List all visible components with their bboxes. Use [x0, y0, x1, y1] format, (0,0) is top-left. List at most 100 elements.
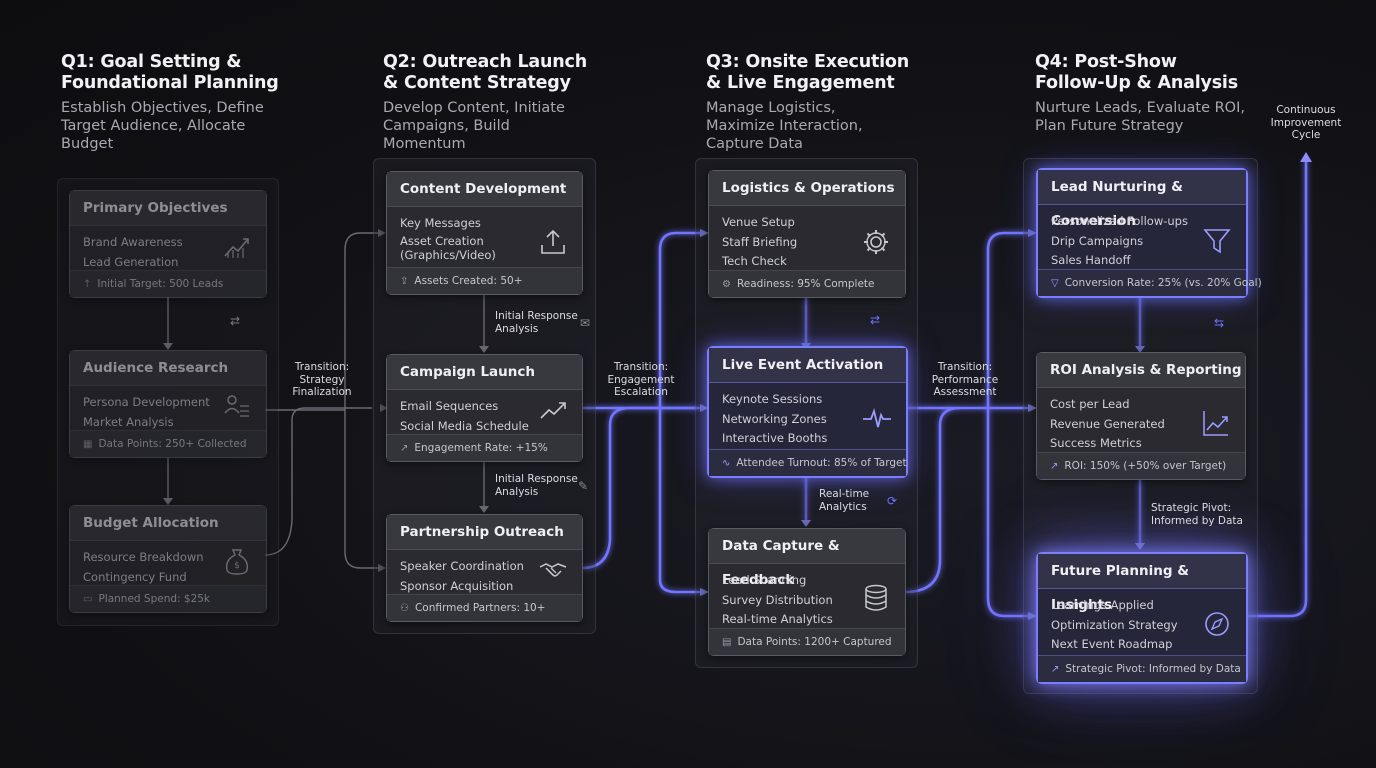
card-primary-objectives[interactable]: Primary Objectives Brand Awareness Lead …	[69, 190, 267, 298]
list-item: Personalized Follow-ups	[1051, 214, 1188, 228]
card-footer-text: ROI: 150% (+50% over Target)	[1064, 460, 1227, 472]
phase-q2-subtitle: Develop Content, Initiate Campaigns, Bui…	[383, 100, 565, 152]
list-item: Interactive Booths	[722, 431, 828, 445]
list-item: Tech Check	[722, 254, 787, 268]
card-items: Email Sequences Social Media Schedule	[400, 397, 529, 436]
card-content-development[interactable]: Content Development Key Messages Asset C…	[386, 171, 583, 295]
card-lead-nurturing-conversion[interactable]: Lead Nurturing & Conversion Personalized…	[1036, 168, 1262, 298]
card-budget-allocation[interactable]: Budget Allocation Resource Breakdown Con…	[69, 505, 267, 613]
card-title: ROI Analysis & Reporting	[1037, 353, 1245, 388]
list-item: Venue Setup	[722, 215, 795, 229]
card-items: Learnings Applied Optimization Strategy …	[1051, 596, 1178, 655]
card-data-capture-feedback[interactable]: Data Capture & Feedback Lead Scanning Su…	[708, 528, 906, 656]
list-item: Resource Breakdown	[83, 550, 204, 564]
list-item: Learnings Applied	[1051, 598, 1154, 612]
list-item: Revenue Generated	[1050, 416, 1165, 431]
card-footer-text: Data Points: 250+ Collected	[98, 438, 247, 450]
gear-icon	[864, 230, 888, 254]
card-items: Cost per Lead Revenue Generated Success …	[1050, 395, 1165, 454]
message-icon: ✉	[580, 316, 591, 330]
list-item: Real-time Analytics	[722, 612, 833, 626]
card-items: Lead Scanning Survey Distribution Real-t…	[722, 571, 833, 630]
card-items: Personalized Follow-ups Drip Campaigns S…	[1051, 212, 1188, 271]
phase-q2-title: Q2: Outreach Launch & Content Strategy	[383, 52, 587, 93]
card-title: Campaign Launch	[387, 355, 582, 390]
list-item: Drip Campaigns	[1051, 233, 1144, 248]
phase-q4-header: Q4: Post-Show Follow-Up & Analysis Nurtu…	[1035, 52, 1295, 135]
card-items: Speaker Coordination Sponsor Acquisition	[400, 557, 524, 596]
card-title: Lead Nurturing & Conversion	[1038, 170, 1246, 229]
list-item: Persona Development	[83, 395, 210, 409]
card-items: Key Messages Asset Creation (Graphics/Vi…	[400, 214, 496, 267]
sync-icon: ⟳	[887, 494, 898, 508]
card-title: Data Capture & Feedback	[709, 529, 905, 588]
compass-icon	[1205, 612, 1229, 636]
upload-icon	[541, 229, 565, 254]
phase-q1-header: Q1: Goal Setting & Foundational Planning…	[61, 52, 321, 153]
database-small-icon: ▤	[722, 637, 732, 648]
list-item: Survey Distribution	[722, 592, 833, 607]
card-footer: ▦ Data Points: 250+ Collected	[70, 430, 266, 457]
card-title: Logistics & Operations	[709, 171, 905, 206]
card-title: Future Planning & Insights	[1038, 554, 1246, 613]
list-item: Email Sequences	[400, 399, 499, 413]
people-icon: ⚇	[400, 603, 409, 614]
list-item: Key Messages	[400, 216, 481, 230]
initial-response-analysis-label-1: Initial Response Analysis	[495, 310, 578, 335]
gear-small-icon: ⚙	[722, 279, 731, 290]
report-chart-icon	[1203, 411, 1228, 436]
money-bag-icon: $	[225, 549, 249, 575]
card-logistics-operations[interactable]: Logistics & Operations Venue Setup Staff…	[708, 170, 906, 298]
list-item: Cost per Lead	[1050, 397, 1130, 411]
handshake-icon	[539, 563, 567, 577]
card-audience-research[interactable]: Audience Research Persona Development Ma…	[69, 350, 267, 458]
list-item: Lead Generation	[83, 254, 179, 269]
phase-q3-header: Q3: Onsite Execution & Live Engagement M…	[706, 52, 966, 153]
arrow-up-icon: ↑	[83, 279, 92, 290]
realtime-analytics-label: Real-time Analytics	[819, 488, 870, 513]
card-footer-text: Confirmed Partners: 10+	[414, 602, 546, 614]
switch-icon: ⇄	[870, 313, 881, 327]
card-roi-analysis-reporting[interactable]: ROI Analysis & Reporting Cost per Lead R…	[1036, 352, 1246, 480]
transition-performance-assessment-label: Transition: Performance Assessment	[931, 361, 999, 398]
card-footer: ⚇ Confirmed Partners: 10+	[387, 594, 582, 621]
list-item: Optimization Strategy	[1051, 617, 1178, 632]
continuous-improvement-label: Continuous Improvement Cycle	[1270, 104, 1342, 141]
list-item: Brand Awareness	[83, 235, 183, 249]
card-footer: ⚙Readiness: 95% Complete	[709, 270, 905, 297]
list-item: Asset Creation (Graphics/Video)	[400, 233, 496, 262]
card-title: Audience Research	[70, 351, 266, 386]
handoff-small-icon: ⇄	[230, 314, 241, 328]
trend-small-icon: ↗	[1050, 461, 1059, 472]
arrow-q1-to-q2	[264, 407, 372, 556]
card-footer: ∿Attendee Turnout: 85% of Target	[709, 449, 907, 476]
strategic-pivot-label: Strategic Pivot: Informed by Data	[1151, 502, 1243, 527]
card-items: Keynote Sessions Networking Zones Intera…	[722, 390, 827, 449]
card-live-event-activation[interactable]: Live Event Activation Keynote Sessions N…	[707, 346, 908, 478]
card-footer: ▭Planned Spend: $25k	[70, 585, 266, 612]
card-campaign-launch[interactable]: Campaign Launch Email Sequences Social M…	[386, 354, 583, 462]
handoff-icon: ⇆	[1214, 316, 1225, 330]
transition-strategy-finalization-label: Transition: Strategy Finalization	[292, 361, 352, 398]
list-item: Sponsor Acquisition	[400, 578, 514, 593]
list-item: Success Metrics	[1050, 436, 1142, 450]
funnel-small-icon: ▽	[1051, 278, 1059, 289]
trend-small-icon: ↗	[400, 443, 409, 454]
card-items: Brand Awareness Lead Generation	[83, 233, 183, 272]
card-future-planning-insights[interactable]: Future Planning & Insights Learnings App…	[1036, 552, 1248, 684]
card-items: Resource Breakdown Contingency Fund	[83, 548, 204, 587]
list-item: Contingency Fund	[83, 569, 187, 584]
database-icon	[865, 584, 887, 611]
card-footer-text: Conversion Rate: 25% (vs. 20% Goal)	[1064, 277, 1262, 289]
svg-text:$: $	[234, 561, 240, 571]
pulse-small-icon: ∿	[722, 458, 731, 469]
list-item: Lead Scanning	[722, 573, 807, 587]
trend-arrow-icon	[540, 402, 566, 419]
card-title: Budget Allocation	[70, 506, 266, 541]
card-partnership-outreach[interactable]: Partnership Outreach Speaker Coordinatio…	[386, 514, 583, 622]
pulse-icon	[863, 407, 891, 428]
card-footer: ▤Data Points: 1200+ Captured	[709, 628, 905, 655]
transition-engagement-escalation-label: Transition: Engagement Escalation	[607, 361, 675, 398]
grid-icon: ▦	[83, 439, 93, 450]
